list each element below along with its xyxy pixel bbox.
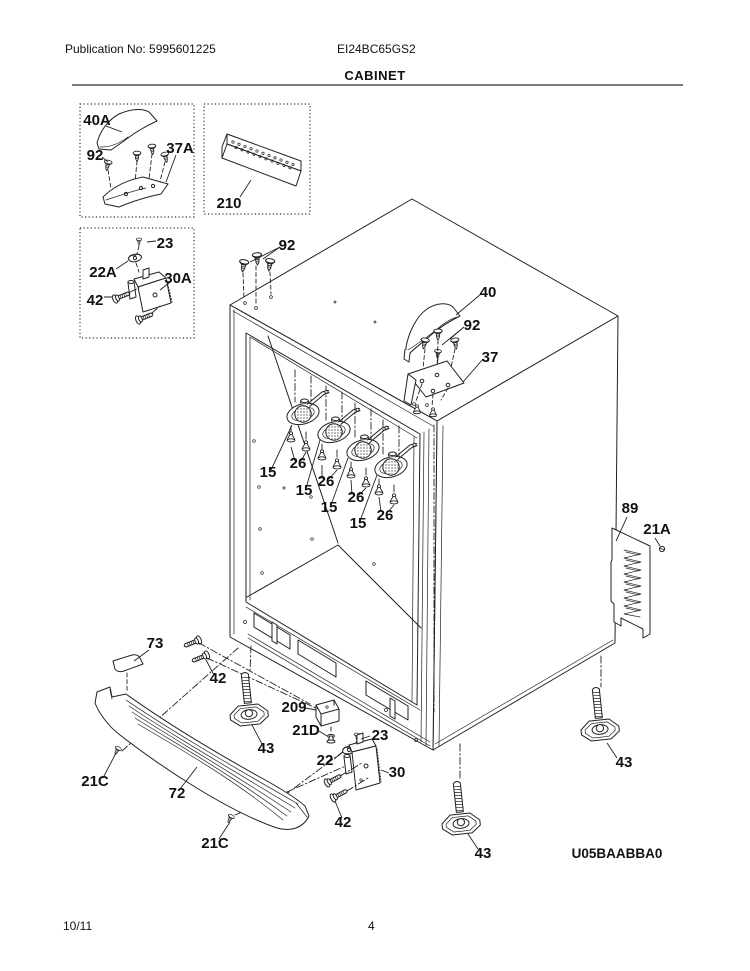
publication-number: Publication No: 5995601225 xyxy=(65,42,216,56)
part-209-bracket xyxy=(315,699,340,727)
top-left-screws-92 xyxy=(237,246,281,304)
inset-box-top-hinge-cover xyxy=(79,103,195,218)
callout-label-26: 26 xyxy=(318,473,335,490)
callout-label-40a: 40A xyxy=(83,112,111,129)
part-89-coil-panel xyxy=(610,516,666,639)
clip-22a-icon xyxy=(127,252,143,264)
callout-label-26: 26 xyxy=(348,489,365,506)
callout-label-37: 37 xyxy=(482,349,499,366)
callout-label-30: 30 xyxy=(389,764,406,781)
part-40a-cover xyxy=(96,109,158,151)
part-37-bracket xyxy=(403,326,484,418)
model-number: EI24BC65GS2 xyxy=(337,42,416,56)
inset-box-hinge-bracket xyxy=(79,227,195,339)
inset-box-rail-bracket xyxy=(203,103,311,215)
callout-label-43: 43 xyxy=(475,845,492,862)
bottom-right-parts xyxy=(576,655,621,759)
callout-label-210: 210 xyxy=(216,195,241,212)
pin-26-icon xyxy=(389,493,399,505)
callout-label-30a: 30A xyxy=(164,270,192,287)
footer-revision-date: 10/11 xyxy=(63,919,93,933)
leveling-leg-43-icon xyxy=(225,669,270,728)
page-title: CABINET xyxy=(344,68,406,83)
screw-23-icon xyxy=(135,237,143,246)
screw-42-icon xyxy=(328,786,350,804)
screw-42-icon xyxy=(110,288,132,305)
pin-26-icon xyxy=(361,476,371,488)
callout-label-72: 72 xyxy=(169,785,186,802)
callout-label-15: 15 xyxy=(296,482,313,499)
bottom-center-parts xyxy=(304,699,482,850)
callout-label-37a: 37A xyxy=(166,140,194,157)
callout-label-15: 15 xyxy=(260,464,277,481)
diagram-code: U05BAABBA0 xyxy=(572,846,663,861)
callout-label-22: 22 xyxy=(317,752,334,769)
pin-26-icon xyxy=(332,458,342,470)
callout-label-21d: 21D xyxy=(292,722,320,739)
bottom-left-parts xyxy=(94,634,351,840)
part-40-cover xyxy=(403,293,482,363)
callout-label-42: 42 xyxy=(210,670,227,687)
callout-label-209: 209 xyxy=(281,699,306,716)
callout-label-92: 92 xyxy=(464,317,481,334)
part-37a-bracket xyxy=(102,176,169,208)
roller-15-icon xyxy=(283,389,330,429)
callout-label-43: 43 xyxy=(616,754,633,771)
pin-26-icon xyxy=(346,467,356,479)
base-rail xyxy=(243,612,431,747)
screw-21c-icon xyxy=(111,745,123,757)
callout-label-40: 40 xyxy=(480,284,497,301)
callout-label-42: 42 xyxy=(335,814,352,831)
roller-15-icon xyxy=(314,407,361,447)
callout-label-26: 26 xyxy=(377,507,394,524)
callout-label-15: 15 xyxy=(321,499,338,516)
callout-label-92: 92 xyxy=(279,237,296,254)
screw-42-icon xyxy=(133,309,155,326)
callout-label-26: 26 xyxy=(290,455,307,472)
roller-assemblies xyxy=(270,369,418,522)
footer-page-number: 4 xyxy=(368,919,375,933)
pin-26-icon xyxy=(374,484,384,496)
part-30a-bracket xyxy=(127,267,173,313)
callout-label-21c: 21C xyxy=(201,835,229,852)
callout-label-73: 73 xyxy=(147,635,164,652)
callout-label-43: 43 xyxy=(258,740,275,757)
part-73-pad xyxy=(112,654,144,673)
callout-label-21a: 21A xyxy=(643,521,671,538)
screw-42-icon xyxy=(322,771,344,789)
screw-92-icon xyxy=(132,150,142,163)
leveling-leg-43-icon xyxy=(576,684,621,743)
part-30-bracket xyxy=(343,732,382,791)
callout-label-92: 92 xyxy=(87,147,104,164)
callout-label-23: 23 xyxy=(372,727,389,744)
callout-label-21c: 21C xyxy=(81,773,109,790)
roller-15-icon xyxy=(343,425,390,465)
cabinet-body xyxy=(229,198,619,751)
part-72-grille xyxy=(94,686,310,830)
callout-label-22a: 22A xyxy=(89,264,117,281)
callout-label-42: 42 xyxy=(87,292,104,309)
screw-42-icon xyxy=(182,634,204,651)
callout-label-23: 23 xyxy=(157,235,174,252)
part-21d-rivet xyxy=(326,733,336,744)
screw-92-icon xyxy=(147,143,158,156)
pin-26-icon xyxy=(317,449,327,461)
leveling-leg-43-icon xyxy=(437,778,482,837)
header-divider xyxy=(72,84,683,86)
callout-label-89: 89 xyxy=(622,500,639,517)
pin-26-icon xyxy=(301,440,311,452)
callout-label-15: 15 xyxy=(350,515,367,532)
